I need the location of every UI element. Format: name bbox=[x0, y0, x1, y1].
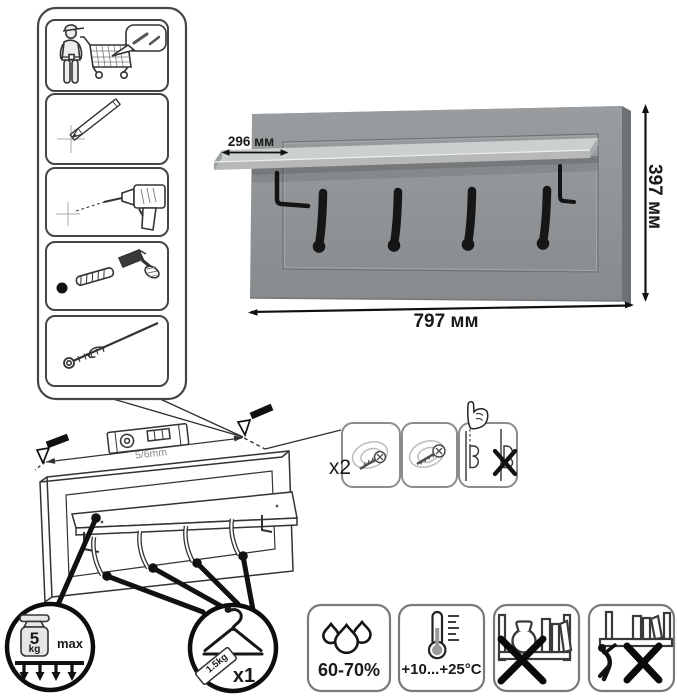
drill-icon bbox=[56, 184, 166, 231]
spirit-level-icon bbox=[106, 423, 190, 455]
dimension-width-label: 797 мм bbox=[413, 311, 479, 332]
screw-wall-plug-icon bbox=[351, 440, 389, 471]
max-label: max bbox=[56, 636, 84, 651]
dimension-height-label: 397 мм bbox=[644, 164, 665, 230]
thick-callout-lines bbox=[54, 515, 256, 615]
hanger-qty-label: x1 bbox=[232, 665, 256, 687]
coat-rack-illustration bbox=[213, 106, 631, 306]
dimension-arrows bbox=[221, 104, 649, 316]
callout-dots bbox=[91, 513, 248, 581]
screw-in-icon bbox=[63, 321, 159, 369]
person-with-cart-icon bbox=[59, 24, 167, 84]
hammer-dowel-icon bbox=[56, 248, 160, 294]
pencil-mark-icon bbox=[57, 98, 121, 153]
keyhole-bracket-icon bbox=[465, 429, 518, 481]
rack-brackets bbox=[274, 164, 576, 209]
fasteners-boxes bbox=[341, 422, 518, 488]
max-weight-badge bbox=[4, 601, 96, 693]
wall-mounting-diagram bbox=[39, 450, 298, 604]
screws-count-label: x2 bbox=[328, 456, 352, 479]
thermometer-icon bbox=[427, 610, 459, 660]
mounting-direction-arrows bbox=[35, 403, 274, 466]
temperature-label: +10...+25°C bbox=[401, 661, 482, 678]
callout-lines bbox=[34, 397, 342, 471]
hanger-load-badge bbox=[187, 602, 279, 694]
no-heavy-load-icon bbox=[497, 613, 573, 685]
no-climbing-icon bbox=[598, 610, 674, 684]
pointing-hand-icon bbox=[467, 400, 489, 430]
max-weight-unit: kg bbox=[28, 644, 41, 655]
rack-hooks bbox=[312, 185, 552, 253]
max-weight-value: 5 bbox=[29, 629, 40, 648]
water-drops-icon bbox=[321, 619, 372, 655]
humidity-label: 60-70% bbox=[317, 660, 381, 680]
screw-wall-plug-icon-2 bbox=[408, 439, 446, 469]
dimension-depth-label: 296 мм bbox=[227, 134, 275, 149]
